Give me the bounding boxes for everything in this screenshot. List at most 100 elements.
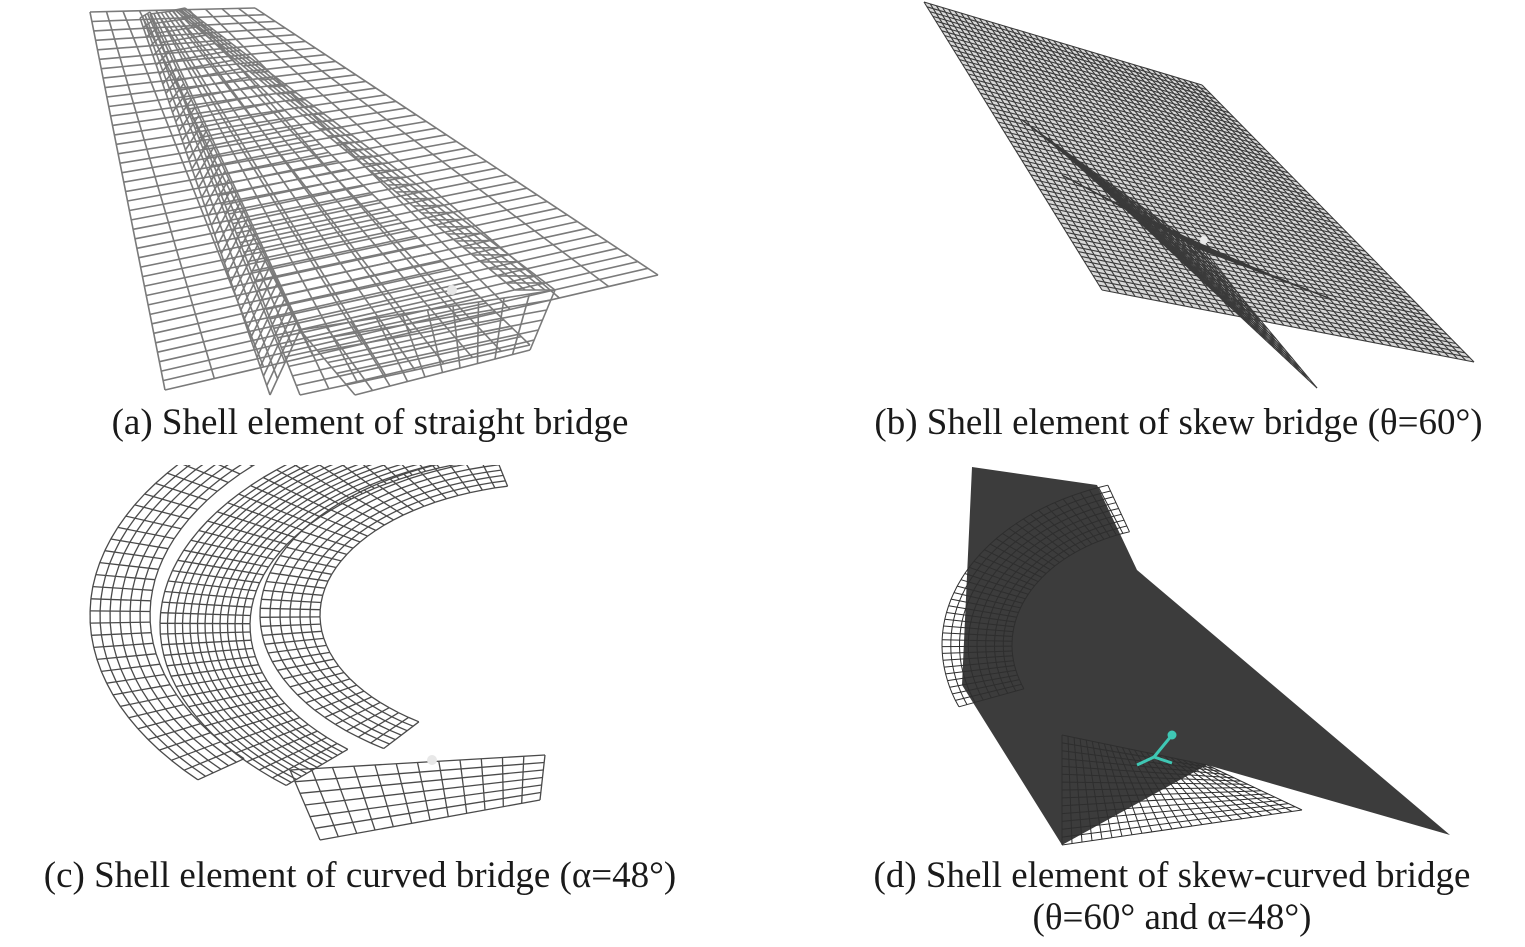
deck-mesh-outer <box>973 560 1035 587</box>
web-mesh <box>289 731 301 740</box>
web-mesh <box>299 717 309 726</box>
web-mesh <box>369 465 384 471</box>
front-face-mesh <box>1061 799 1282 822</box>
web-mesh <box>208 701 218 712</box>
deck-mesh-outer <box>1023 514 1032 520</box>
web-mesh <box>186 583 191 594</box>
web-mesh <box>174 602 178 614</box>
deck-mesh-outer <box>125 504 136 517</box>
deck-mesh-outer <box>139 600 142 612</box>
web-mesh <box>314 507 325 515</box>
deck-mesh <box>1036 183 1375 261</box>
web-mesh <box>425 467 440 472</box>
web-mesh <box>192 652 198 663</box>
web-mesh-left <box>158 59 174 76</box>
deck-mesh-outer <box>984 567 990 574</box>
deck-mesh-inner <box>319 623 323 632</box>
web-mesh <box>310 516 321 525</box>
deck-mesh-outer <box>986 594 991 601</box>
web-mesh <box>208 585 213 596</box>
web-mesh <box>307 723 318 732</box>
deck-mesh-outer <box>1075 511 1084 516</box>
deck-mesh-outer <box>1046 549 1053 555</box>
deck-mesh-outer <box>105 563 111 576</box>
deck-mesh <box>1078 251 1438 326</box>
deck-mesh-outer <box>125 679 133 692</box>
deck-mesh-outer <box>1034 540 1041 546</box>
deck-mesh-outer <box>1000 559 1007 566</box>
web-mesh <box>216 511 295 538</box>
deck-mesh-inner <box>261 598 322 604</box>
web-mesh <box>272 541 281 551</box>
deck-mesh-outer <box>1024 594 1029 600</box>
deck-mesh-outer <box>93 647 98 660</box>
deck-mesh-outer <box>976 564 982 571</box>
web-mesh <box>318 498 331 506</box>
web-mesh <box>198 520 208 531</box>
web-mesh <box>168 580 257 592</box>
deck-mesh-inner <box>412 492 425 498</box>
web-mesh <box>331 745 344 753</box>
web-mesh <box>286 721 297 730</box>
web-mesh <box>204 702 285 727</box>
web-mesh <box>220 641 224 651</box>
web-mesh <box>325 477 339 485</box>
deck-mesh-outer <box>1034 523 1043 529</box>
deck-mesh-outer <box>95 573 156 581</box>
deck-mesh-outer <box>195 465 204 471</box>
deck-mesh <box>151 227 588 325</box>
deck-mesh-outer <box>1015 566 1021 573</box>
deck-mesh-outer <box>1061 517 1069 522</box>
deck-mesh-inner <box>262 581 267 591</box>
web-mesh <box>246 724 257 734</box>
deck-mesh-outer <box>227 473 241 484</box>
web-mesh <box>324 501 336 509</box>
bottom-mesh <box>198 118 294 139</box>
web-mesh <box>320 473 335 482</box>
deck-mesh-outer <box>941 653 944 661</box>
deck-mesh-outer <box>1030 514 1076 553</box>
web-mesh <box>218 679 225 689</box>
deck-mesh-inner <box>328 667 336 676</box>
web-mesh-right <box>370 169 398 172</box>
web-mesh <box>270 706 280 716</box>
deck-mesh-inner <box>303 640 308 649</box>
deck-mesh-outer <box>1095 525 1103 529</box>
deck-mesh-inner <box>281 659 288 669</box>
deck-mesh-inner <box>401 482 415 489</box>
web-mesh <box>250 476 264 487</box>
deck-mesh <box>136 174 508 250</box>
web-mesh <box>214 670 220 680</box>
deck-mesh-outer <box>200 475 213 486</box>
front-face-mesh <box>319 799 541 841</box>
deck-mesh-outer <box>131 691 140 703</box>
deck-mesh-outer <box>945 673 948 681</box>
deck-mesh-outer <box>978 617 982 624</box>
deck-mesh-outer <box>1002 682 1006 689</box>
deck-mesh-outer <box>972 676 976 683</box>
web-mesh <box>230 741 242 752</box>
deck-mesh-inner <box>363 489 404 516</box>
web-mesh <box>256 479 270 489</box>
deck-mesh-outer <box>953 672 957 680</box>
deck-mesh-inner <box>302 561 309 570</box>
deck-mesh-inner <box>290 658 297 667</box>
deck-mesh-outer <box>1083 508 1092 513</box>
deck-mesh-inner <box>379 506 391 513</box>
deck-mesh-outer <box>109 622 113 635</box>
web-mesh <box>335 483 349 491</box>
web-mesh <box>374 483 387 490</box>
deck-mesh-outer <box>1084 495 1093 499</box>
front-face-mesh <box>345 339 535 385</box>
deck-mesh-inner <box>301 533 311 543</box>
deck-mesh-outer <box>203 465 216 474</box>
deck-mesh-outer <box>1036 514 1044 520</box>
deck-mesh-inner <box>388 487 402 494</box>
web-mesh-right <box>327 134 352 137</box>
deck-mesh-outer <box>1041 573 1047 578</box>
deck-mesh-inner <box>301 674 309 683</box>
deck-mesh-inner <box>313 639 318 647</box>
deck-mesh-inner <box>339 700 349 708</box>
deck-mesh-outer <box>999 609 1003 615</box>
deck-mesh-inner <box>346 707 390 732</box>
